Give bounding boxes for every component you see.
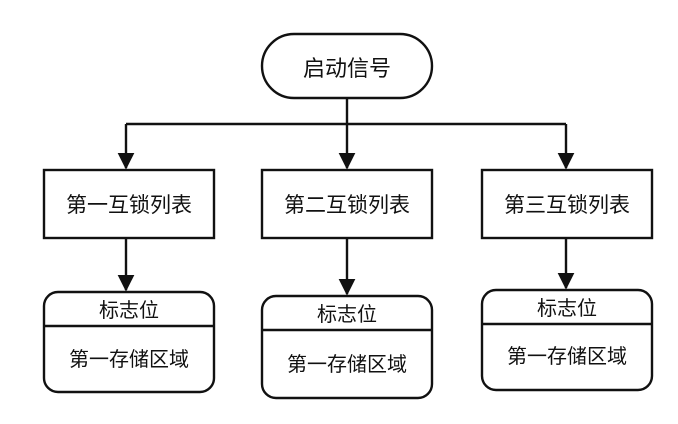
interlock-list-1: 第一互锁列表 — [42, 168, 216, 292]
storage-node-3-area: 第一存储区域 — [507, 344, 627, 368]
start-signal-node: 启动信号 — [260, 32, 434, 100]
interlock-list-1-label: 第一互锁列表 — [66, 193, 192, 217]
storage-node-1-box — [42, 290, 216, 394]
interlock-list-3-box — [480, 168, 654, 240]
storage-node-2-box — [260, 294, 434, 400]
storage-node-2-area: 第一存储区域 — [287, 352, 407, 376]
storage-node-2: 标志位 第一存储区域 — [260, 294, 434, 400]
interlock-list-1-box — [42, 168, 216, 240]
storage-node-1-area: 第一存储区域 — [69, 347, 189, 371]
start-signal-label: 启动信号 — [303, 57, 391, 82]
branch-connectors — [117, 98, 575, 170]
storage-node-2-flag: 标志位 — [317, 302, 377, 326]
interlock-list-2-label: 第二互锁列表 — [284, 193, 410, 217]
storage-node-3-box — [480, 288, 654, 392]
interlock-list-3: 第三互锁列表 — [480, 168, 654, 290]
storage-node-3-flag: 标志位 — [537, 296, 597, 320]
interlock-list-2: 第二互锁列表 — [260, 168, 434, 296]
storage-node-3: 标志位 第一存储区域 — [480, 288, 654, 392]
storage-node-1-flag: 标志位 — [99, 298, 159, 322]
storage-node-1: 标志位 第一存储区域 — [42, 290, 216, 394]
interlock-list-3-label: 第三互锁列表 — [504, 193, 630, 217]
